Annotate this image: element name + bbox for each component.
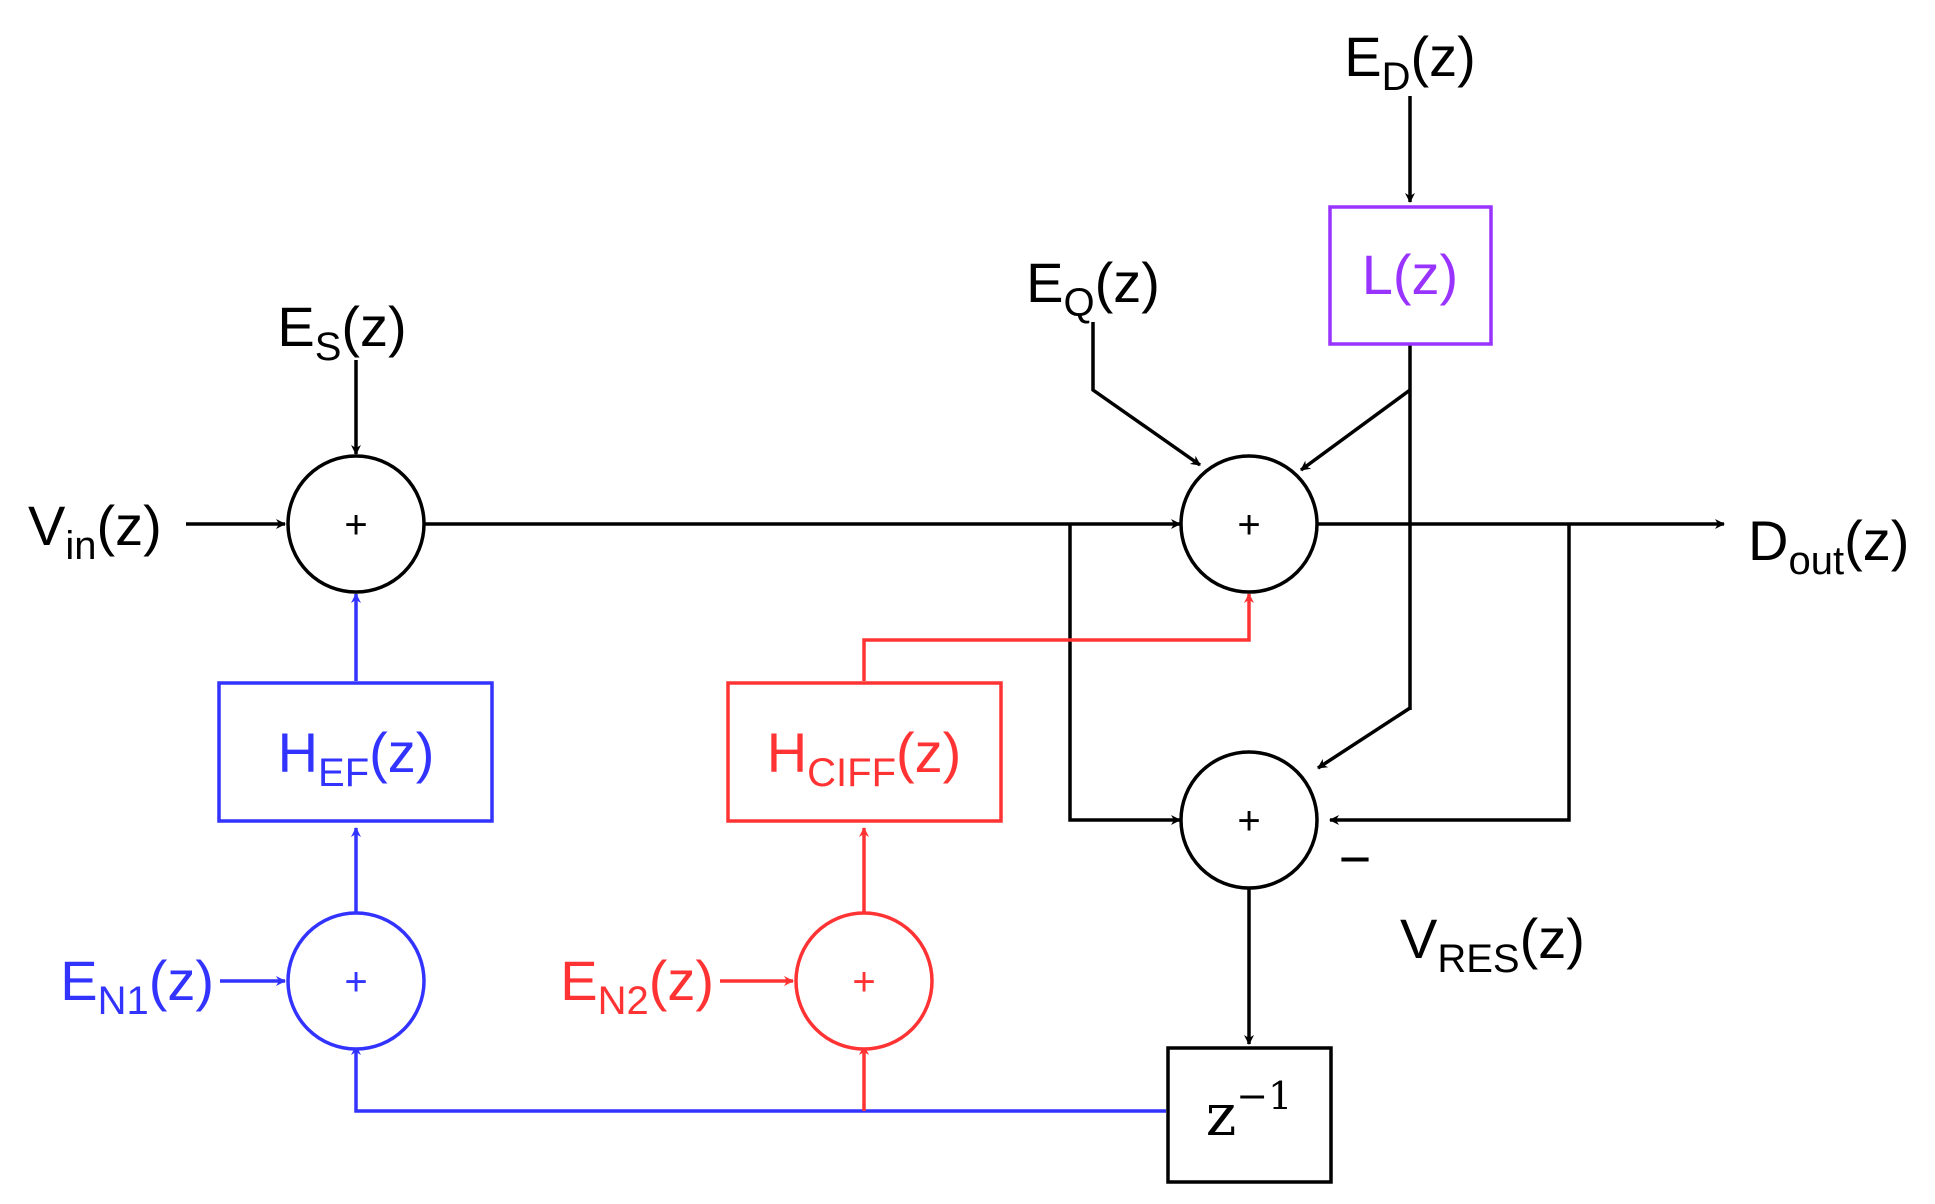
summer-en2: + <box>794 911 934 1051</box>
plus-sign: + <box>1237 799 1260 843</box>
wire-lz-to-sum3 <box>1317 706 1411 770</box>
wire-eq-to-sum2 <box>1091 322 1202 467</box>
label-eq: EQ(z) <box>1026 251 1160 325</box>
wire-hciff-to-sum2 <box>862 593 1254 681</box>
label-en2: EN2(z) <box>560 949 714 1023</box>
block-delay-label: z−1 <box>1206 1074 1293 1149</box>
block-lz-label: L(z) <box>1362 243 1458 306</box>
block-hef-label: HEF(z) <box>278 721 435 795</box>
label-vres: VRES(z) <box>1400 907 1585 981</box>
label-en1: EN1(z) <box>60 949 214 1023</box>
plus-sign: + <box>344 960 367 1004</box>
block-lz: L(z) <box>1328 205 1493 346</box>
summer-en1: + <box>286 911 426 1051</box>
block-delay: z−1 <box>1166 1046 1333 1184</box>
wire-dout-to-sum3 <box>1329 524 1571 825</box>
block-hciff-label: HCIFF(z) <box>767 721 962 795</box>
block-hciff: HCIFF(z) <box>726 681 1003 823</box>
label-ed: ED(z) <box>1344 25 1476 99</box>
label-es: ES(z) <box>277 295 406 369</box>
wire-tap-to-sum3 <box>1068 524 1181 825</box>
plus-sign: + <box>344 503 367 547</box>
wire-delay-to-sum-en1 <box>351 1045 1166 1113</box>
minus-sign: − <box>1339 827 1372 890</box>
summer-quantizer: + <box>1179 454 1319 594</box>
wire-lz-to-sum2 <box>1299 388 1412 472</box>
summer-input: + <box>286 454 426 594</box>
plus-sign: + <box>1237 503 1260 547</box>
plus-sign: + <box>852 960 875 1004</box>
label-vin: Vin(z) <box>28 494 162 568</box>
summer-residue: + <box>1179 750 1319 890</box>
label-dout: Dout(z) <box>1748 509 1909 583</box>
block-hef: HEF(z) <box>217 681 494 823</box>
